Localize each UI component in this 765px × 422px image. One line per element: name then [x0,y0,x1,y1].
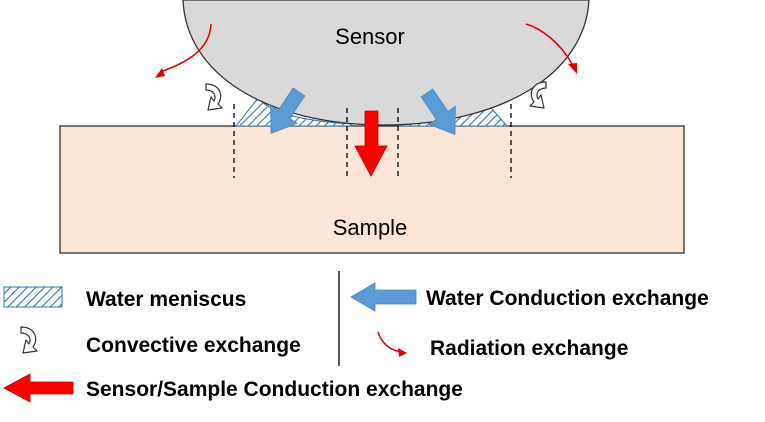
dashed-guides [233,104,512,178]
convective-arrow-right [529,81,547,109]
radiation-legend-icon [377,331,407,357]
legend-convective-exchange-label: Convective exchange [86,334,301,357]
radiation-arrow-left [155,23,212,78]
sensor-label: Sensor [335,24,405,49]
legend-radiation-label: Radiation exchange [430,337,628,360]
water-conduction-arrow-right [420,88,456,136]
sensor-sample-conduction-arrow [354,110,388,177]
convective-arrow-left [205,83,223,111]
sensor-body [182,0,590,126]
convective-exchange-icon [20,326,38,354]
water-meniscus-swatch [3,286,63,308]
water-conduction-legend-arrow [350,282,417,312]
water-conduction-arrow-left [270,87,306,135]
legend-water-meniscus-label: Water meniscus [86,288,246,311]
sensor-sample-conduction-legend-arrow [3,373,74,403]
sample-label: Sample [333,215,408,240]
radiation-arrow-right [525,23,577,74]
legend-sensor-sample-conduction-label: Sensor/Sample Conduction exchange [86,378,463,401]
legend-water-conduction-label: Water Conduction exchange [426,287,709,310]
